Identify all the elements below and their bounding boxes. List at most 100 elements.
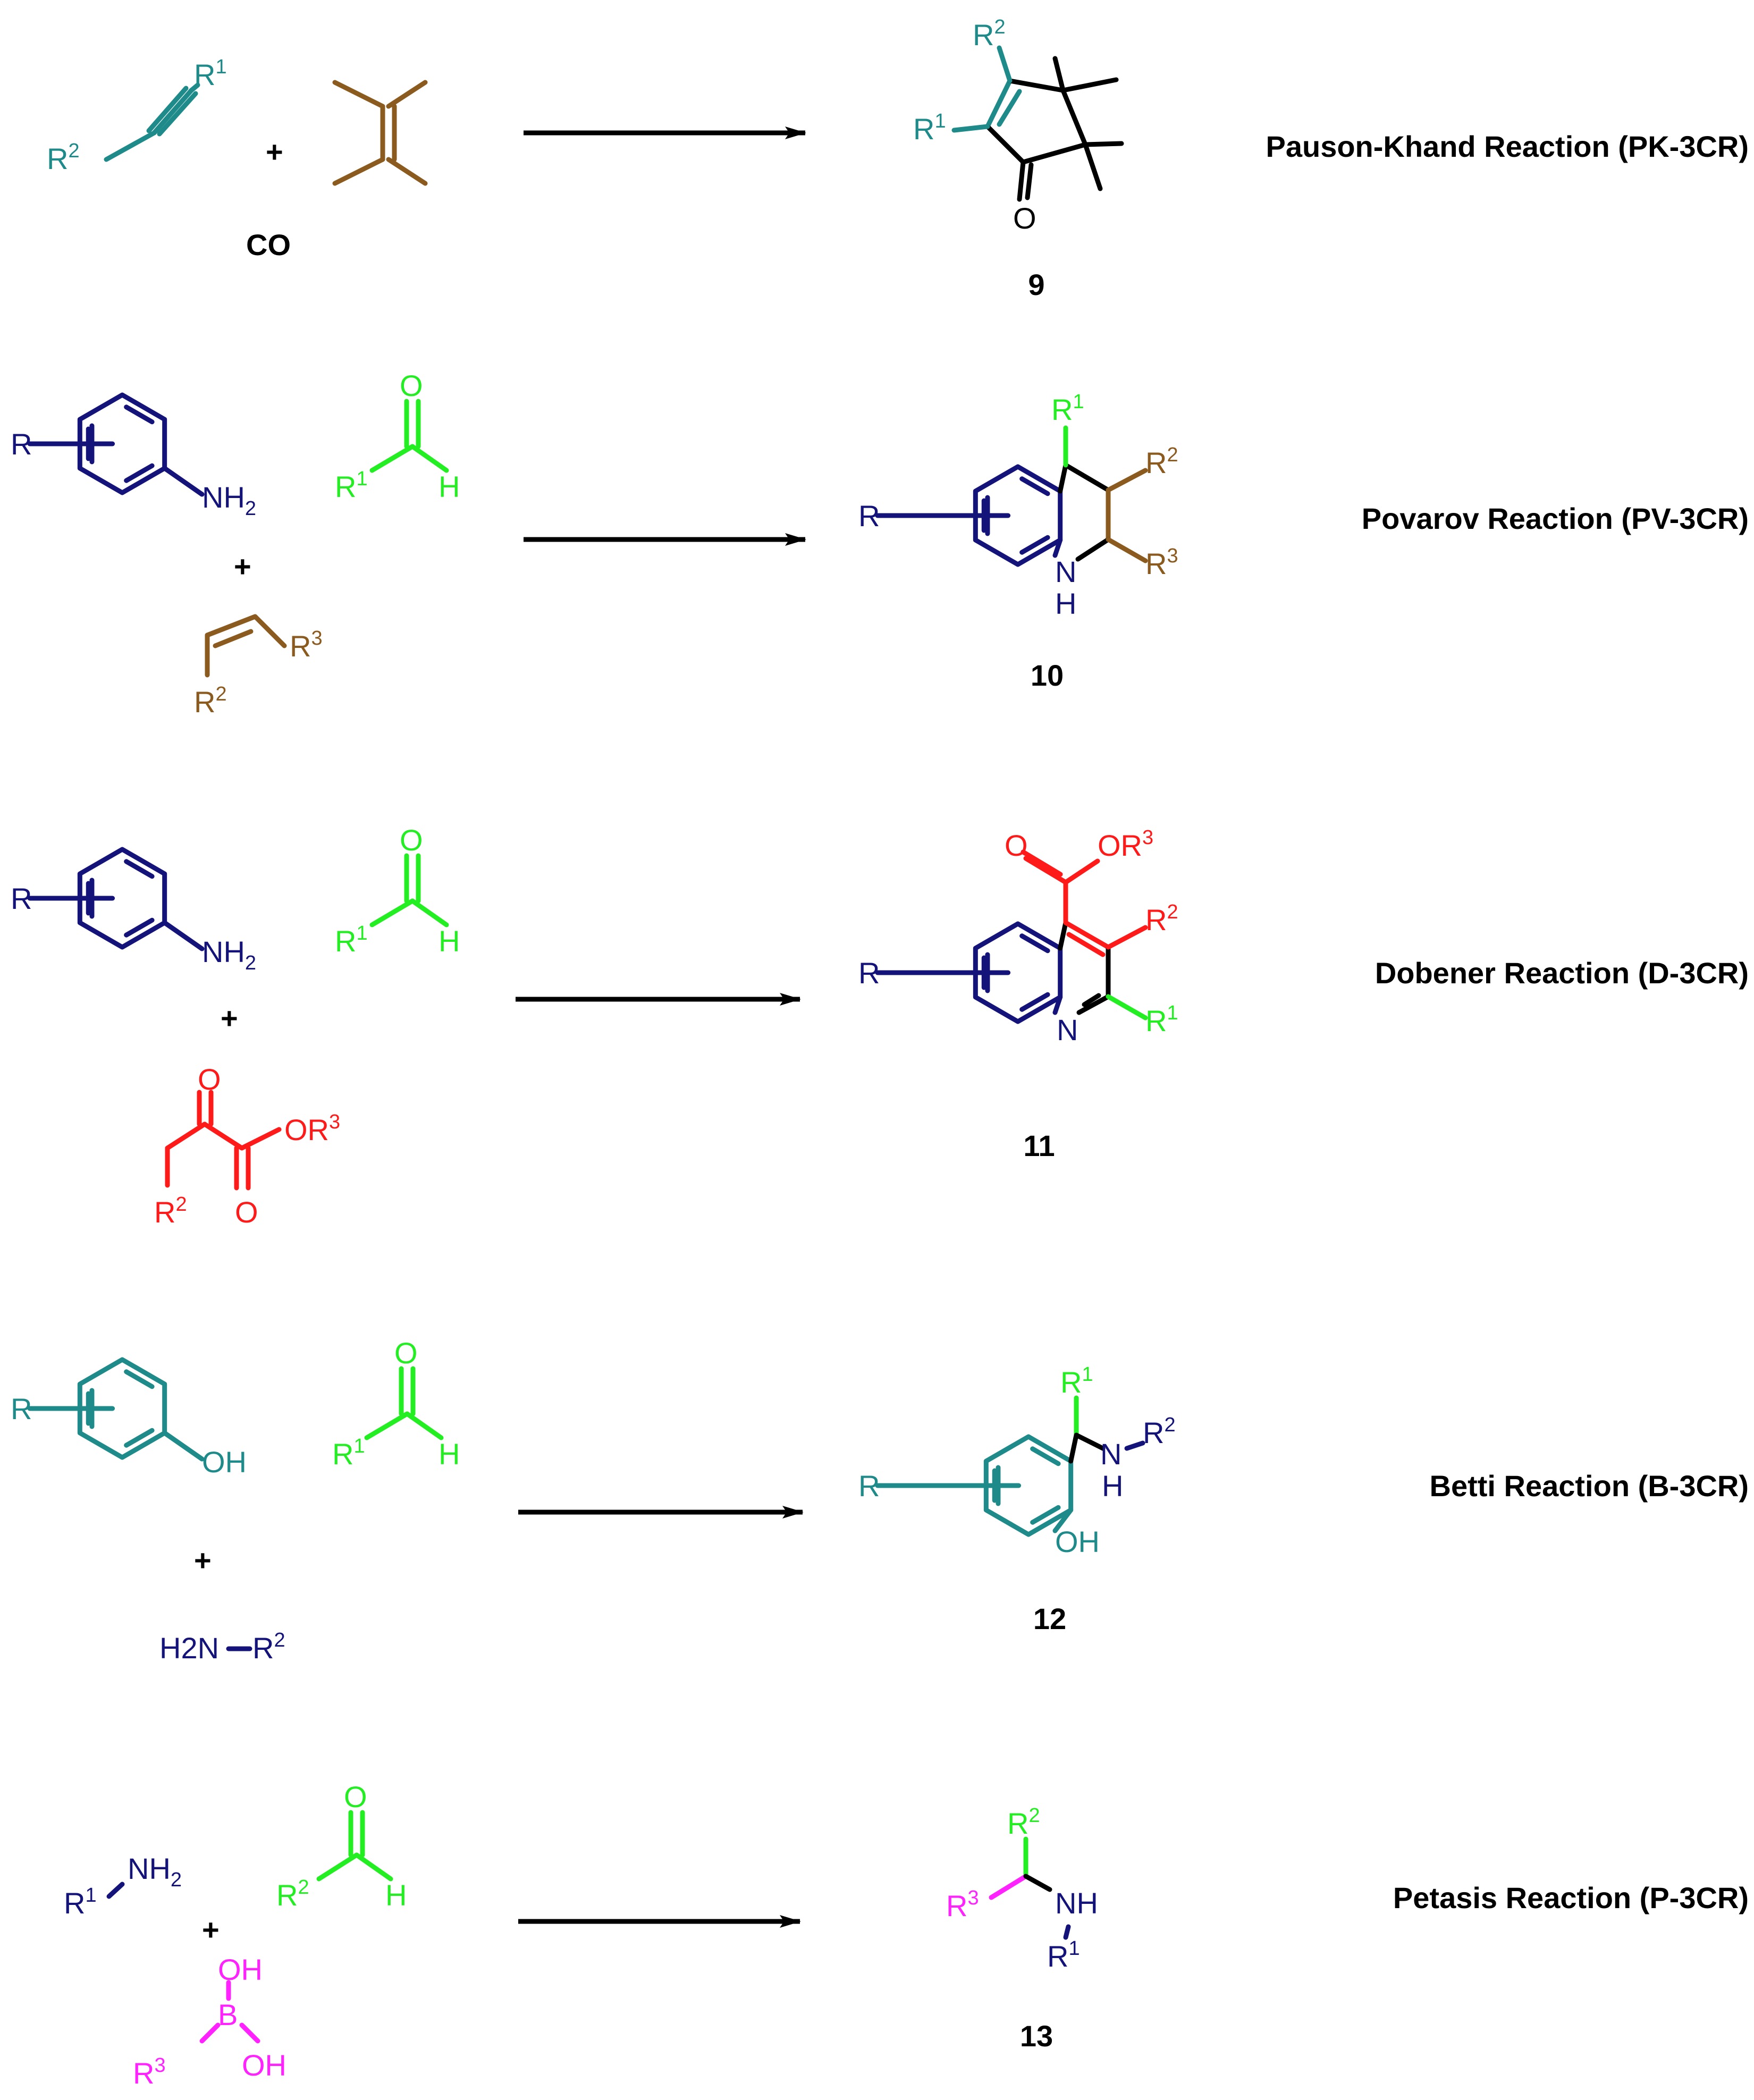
label-r2-product: R2 xyxy=(1007,1804,1040,1840)
aldehyde-bond xyxy=(354,1852,393,1882)
label-n: N xyxy=(1100,1437,1121,1471)
plus-sign: + xyxy=(202,1913,220,1946)
aniline-ring xyxy=(77,847,167,950)
benzylic-bond xyxy=(1068,1432,1079,1464)
chain-bond xyxy=(202,1121,244,1151)
alkyne-triple-bond xyxy=(151,88,194,136)
plus-sign: + xyxy=(234,550,251,583)
label-r2-product: R2 xyxy=(1143,1414,1176,1449)
label-nh: NH xyxy=(1055,1886,1098,1920)
label-r2-product: R2 xyxy=(1145,444,1178,479)
ring-bond xyxy=(985,78,1013,129)
aniline-ring xyxy=(77,392,167,495)
label-o-ketone: O xyxy=(198,1062,221,1096)
boron-bond xyxy=(199,2022,221,2044)
label-r1-product: R1 xyxy=(1047,1937,1080,1973)
ring-double-bond xyxy=(1066,932,1106,957)
boron-bond xyxy=(239,2022,260,2044)
reaction-name-b: Betti Reaction (B-3CR) xyxy=(1430,1469,1749,1503)
label-r2: R2 xyxy=(252,1629,285,1665)
substituent-bond xyxy=(1106,925,1148,950)
amine-bond xyxy=(1063,1924,1071,1940)
label-h: H xyxy=(1055,587,1076,620)
alkyne-bond xyxy=(104,130,157,162)
label-n: N xyxy=(1057,1013,1078,1047)
ester-carbonyl-bond xyxy=(1023,856,1068,885)
label-r1: R1 xyxy=(335,922,368,958)
label-o: O xyxy=(400,823,423,857)
label-nh2: NH2 xyxy=(202,935,256,974)
label-h: H xyxy=(385,1878,407,1912)
aldehyde-bond xyxy=(410,444,449,473)
amine-bond xyxy=(1023,1874,1052,1892)
compound-number-12: 12 xyxy=(1033,1602,1066,1635)
plus-sign: + xyxy=(194,1544,212,1577)
label-r1-alkyne: R1 xyxy=(194,56,227,91)
ring-bond xyxy=(1060,88,1088,147)
label-r2-alkyne: R2 xyxy=(47,140,80,175)
ester-bond xyxy=(239,1127,282,1151)
label-nh2: NH2 xyxy=(128,1852,182,1891)
label-r: R xyxy=(858,956,880,990)
label-r2-product: R2 xyxy=(1145,901,1178,937)
label-or3-product: OR3 xyxy=(1098,826,1153,862)
carbon-monoxide-label: CO xyxy=(246,228,291,262)
amine-bond xyxy=(1074,1432,1106,1451)
methyl-bond xyxy=(1083,142,1103,191)
label-r3: R3 xyxy=(133,2054,166,2090)
hydroxyl-bond xyxy=(162,1430,205,1462)
amine-bond xyxy=(1124,1440,1145,1451)
ring-bond xyxy=(1052,537,1063,558)
ring-bond xyxy=(1063,462,1111,493)
label-r1-product: R1 xyxy=(1145,1002,1178,1038)
amine-bond xyxy=(106,1882,125,1899)
compound-number-9: 9 xyxy=(1028,268,1044,301)
label-r3: R3 xyxy=(290,627,323,663)
reaction-name-pv: Povarov Reaction (PV-3CR) xyxy=(1362,502,1749,535)
label-r1: R1 xyxy=(332,1435,365,1471)
alkene-double-bond xyxy=(213,629,254,648)
ring-bond xyxy=(1075,537,1111,562)
hydroxyl-bond xyxy=(1052,1507,1074,1533)
double-bond xyxy=(124,404,155,425)
plus-sign: + xyxy=(221,1001,238,1035)
ring-double-bond xyxy=(1082,993,1101,1007)
substituent-bond xyxy=(1106,537,1148,563)
label-r2: R2 xyxy=(154,1193,187,1229)
alkyne-bond xyxy=(189,82,200,93)
label-r3-product: R3 xyxy=(946,1887,979,1922)
label-r1: R1 xyxy=(335,468,368,503)
substituent-bond xyxy=(1106,994,1148,1021)
amine-bond xyxy=(162,466,205,497)
ring-bond xyxy=(1076,994,1111,1015)
label-o: O xyxy=(1005,829,1028,862)
double-bond xyxy=(1019,992,1050,1012)
carbonyl-bond xyxy=(1025,162,1034,200)
substituent-bond xyxy=(951,124,990,133)
ring-bond xyxy=(985,124,1026,165)
alkene-double-bond xyxy=(205,614,258,638)
label-oh-lower: OH xyxy=(242,2048,286,2082)
label-o: O xyxy=(344,1780,367,1814)
ring-bond xyxy=(1007,78,1066,93)
label-o-ester: O xyxy=(235,1195,258,1229)
label-o: O xyxy=(400,369,423,402)
label-oh-product: OH xyxy=(1055,1525,1100,1558)
chain-bond xyxy=(165,1121,207,1151)
double-bond xyxy=(1019,933,1050,954)
label-r: R xyxy=(11,882,32,915)
label-r: R xyxy=(858,1469,880,1503)
label-r1-product: R1 xyxy=(1060,1363,1093,1399)
ring-bond xyxy=(1058,462,1068,494)
label-h2n: H2N xyxy=(159,1631,219,1665)
double-bond xyxy=(1019,476,1050,496)
aldehyde-bond xyxy=(364,1411,410,1440)
methyl-bond xyxy=(332,80,385,109)
label-r: R xyxy=(858,499,880,533)
alkyne-triple-bond xyxy=(146,86,189,133)
substituent-bond xyxy=(989,1874,1028,1900)
label-h: H xyxy=(438,924,460,958)
label-h: H xyxy=(1102,1469,1123,1503)
